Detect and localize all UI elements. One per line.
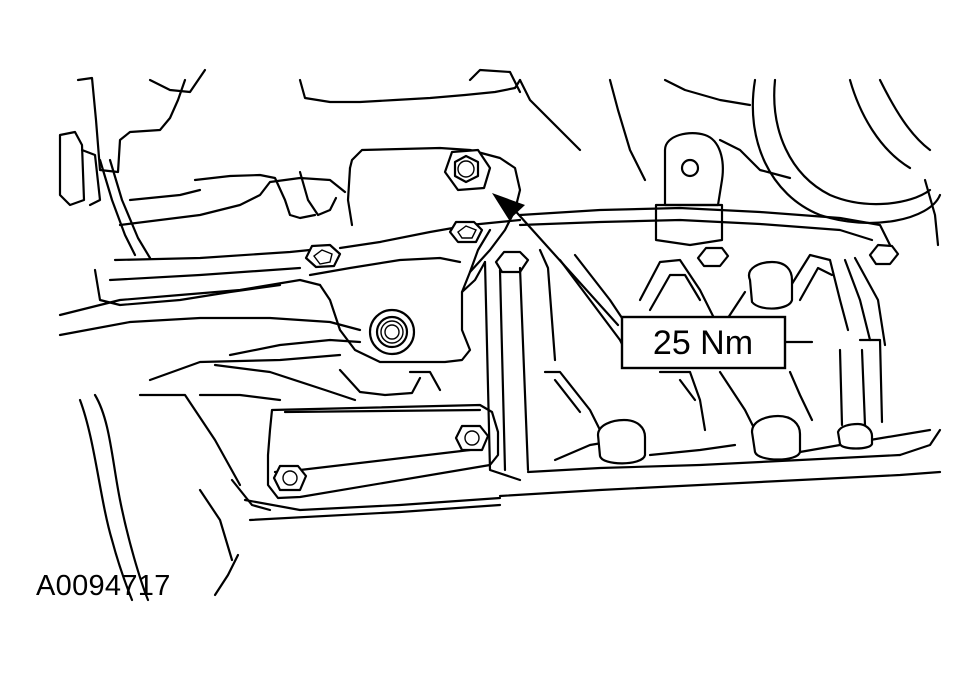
rail-bolt-right-3 — [868, 243, 900, 266]
rail-bolt-right-2 — [696, 246, 730, 268]
tab-bracket — [654, 132, 724, 247]
threaded-boss — [368, 308, 416, 356]
coolant-tube — [58, 130, 152, 260]
lower-left-structure — [78, 338, 502, 602]
rail-bolt-mid — [448, 220, 484, 244]
torque-bolt — [443, 148, 492, 192]
rail-bolt-left — [304, 243, 342, 269]
callout-leader-line — [508, 203, 620, 327]
mount-boss-4 — [836, 422, 874, 450]
callout-arrowhead — [492, 193, 525, 220]
mount-boss-1 — [747, 260, 794, 310]
lower-link-bolt-left — [272, 464, 308, 492]
torque-label-box — [620, 315, 787, 370]
mount-boss-2 — [596, 418, 647, 465]
lower-link-bolt-right — [454, 424, 490, 452]
mount-boss-3 — [750, 414, 802, 461]
mount-bracket — [58, 146, 522, 364]
torque-callout: 25 Nm — [492, 193, 814, 370]
transmission-case — [483, 248, 942, 498]
figure-reference-id: A0094717 — [36, 570, 171, 602]
rail-bolt-right-1 — [494, 250, 530, 274]
torque-value-label: 25 Nm — [653, 324, 753, 362]
engine-block-outline — [76, 68, 942, 247]
